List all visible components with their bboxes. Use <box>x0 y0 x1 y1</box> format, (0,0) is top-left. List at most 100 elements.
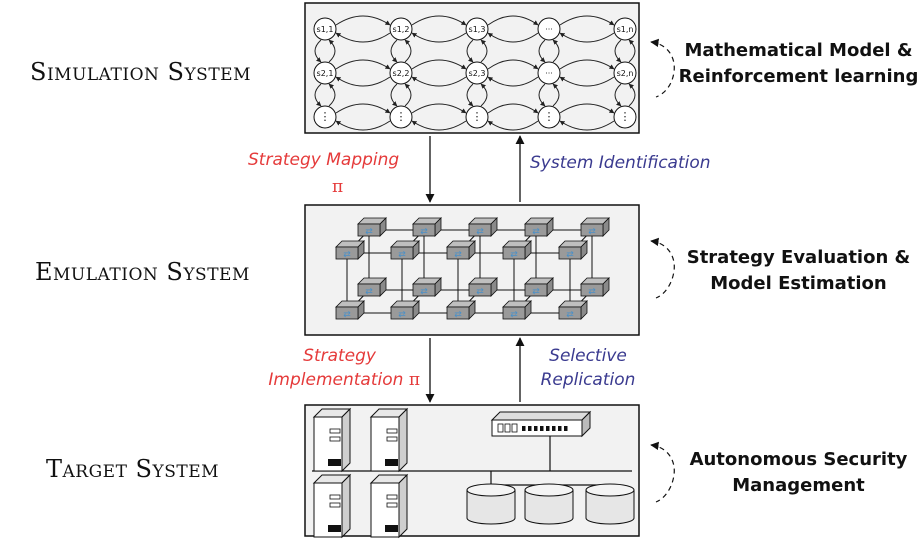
transition-arrow <box>538 83 546 107</box>
state-node <box>313 105 337 129</box>
switch-port <box>504 423 511 433</box>
state-node <box>537 17 561 41</box>
state-label: s2,2 <box>393 69 410 78</box>
state-label: ⋮ <box>544 110 555 123</box>
svg-text:⇄: ⇄ <box>588 287 596 297</box>
selective-line: Selective <box>549 346 627 366</box>
state-label: s1,n <box>617 25 634 34</box>
state-label: ··· <box>545 69 553 78</box>
simulation-side-label: Mathematical Model & Reinforcement learn… <box>676 38 921 90</box>
state-label: s1,2 <box>393 25 410 34</box>
target-side-label: Autonomous Security Management <box>676 447 921 499</box>
state-node <box>313 61 337 85</box>
switch-port <box>552 426 556 431</box>
transition-arrow <box>487 32 539 43</box>
state-label: ⋮ <box>472 110 483 123</box>
svg-text:⇄: ⇄ <box>566 310 574 320</box>
transition-arrow <box>466 39 474 63</box>
transition-arrow <box>404 83 412 107</box>
svg-text:⇄: ⇄ <box>510 310 518 320</box>
transition-arrow <box>328 83 336 107</box>
transition-arrow <box>559 15 615 26</box>
svg-text:⇄: ⇄ <box>566 250 574 260</box>
state-label: s1,3 <box>469 25 486 34</box>
transition-arrow <box>552 83 560 107</box>
strategy-implementation-text: Implementation <box>268 370 404 390</box>
network-switch-icon <box>490 410 592 438</box>
state-label: s2,1 <box>317 69 334 78</box>
svg-text:⇄: ⇄ <box>365 287 373 297</box>
simulation-side-line1: Mathematical Model & <box>684 40 913 61</box>
svg-text:⇄: ⇄ <box>365 227 373 237</box>
strategy-mapping-pi: π <box>332 177 344 197</box>
transition-arrow <box>614 83 622 107</box>
state-node <box>613 61 637 85</box>
strategy-implementation-label: Strategy Implementation π <box>258 344 420 392</box>
transition-arrow <box>328 39 336 63</box>
switch-node-icon: ⇄ <box>580 217 610 237</box>
target-side-line2: Management <box>732 475 865 496</box>
server-icon <box>312 473 352 539</box>
transition-arrow <box>335 103 391 114</box>
svg-text:⇄: ⇄ <box>510 250 518 260</box>
state-label: ⋮ <box>396 110 407 123</box>
transition-arrow <box>335 120 391 131</box>
transition-arrow <box>614 39 622 63</box>
emulation-system-label: Emulation System <box>35 258 250 286</box>
switch-node-icon: ⇄ <box>468 217 498 237</box>
selective-replication-label: Selective Replication <box>533 344 643 392</box>
simulation-system-label: Simulation System <box>30 58 251 86</box>
switch-port <box>534 426 538 431</box>
svg-text:⇄: ⇄ <box>398 250 406 260</box>
switch-node-icon: ⇄ <box>412 277 442 297</box>
switch-port <box>540 426 544 431</box>
transition-arrow <box>335 59 391 70</box>
transition-arrow <box>559 76 615 87</box>
target-infrastructure <box>312 407 635 539</box>
storage-disk-icon <box>585 483 635 525</box>
switch-node-icon: ⇄ <box>446 300 476 320</box>
server-icon <box>369 473 409 539</box>
system-identification-label: System Identification <box>530 153 711 173</box>
state-label: s2,3 <box>469 69 486 78</box>
switch-node-icon: ⇄ <box>390 240 420 260</box>
transition-arrow <box>390 83 398 107</box>
strategy-implementation-line1: Strategy <box>303 346 376 366</box>
transition-arrow <box>390 39 398 63</box>
strategy-mapping-label: Strategy Mapping <box>248 148 399 172</box>
transition-arrow <box>335 15 391 26</box>
switch-node-icon: ⇄ <box>357 217 387 237</box>
svg-text:⇄: ⇄ <box>588 227 596 237</box>
strategy-mapping-text: Strategy Mapping <box>248 150 400 170</box>
state-label: ⋮ <box>320 110 331 123</box>
transition-arrow <box>487 59 539 70</box>
svg-text:⇄: ⇄ <box>532 227 540 237</box>
switch-port <box>528 426 532 431</box>
switch-node-icon: ⇄ <box>524 217 554 237</box>
transition-arrow <box>559 120 615 131</box>
emulation-side-line1: Strategy Evaluation & <box>686 247 911 268</box>
emulation-network: ⇄⇄⇄⇄⇄⇄⇄⇄⇄⇄⇄⇄⇄⇄⇄⇄⇄⇄⇄⇄ <box>335 217 610 320</box>
state-node <box>389 17 413 41</box>
transition-arrow <box>559 59 615 70</box>
simulation-loop-icon <box>650 38 675 98</box>
svg-text:⇄: ⇄ <box>420 287 428 297</box>
state-node <box>465 105 489 129</box>
transition-arrow <box>335 76 391 87</box>
switch-node-icon: ⇄ <box>502 240 532 260</box>
state-label: s1,1 <box>317 25 334 34</box>
transition-arrow <box>480 83 488 107</box>
switch-node-icon: ⇄ <box>558 240 588 260</box>
transition-arrow <box>628 83 636 107</box>
state-node <box>389 61 413 85</box>
svg-text:⇄: ⇄ <box>343 310 351 320</box>
storage-disk-icon <box>466 483 516 525</box>
state-node <box>465 17 489 41</box>
svg-text:⇄: ⇄ <box>398 310 406 320</box>
svg-text:⇄: ⇄ <box>454 310 462 320</box>
transition-arrow <box>628 39 636 63</box>
switch-node-icon: ⇄ <box>446 240 476 260</box>
transition-arrow <box>538 39 546 63</box>
switch-node-icon: ⇄ <box>558 300 588 320</box>
